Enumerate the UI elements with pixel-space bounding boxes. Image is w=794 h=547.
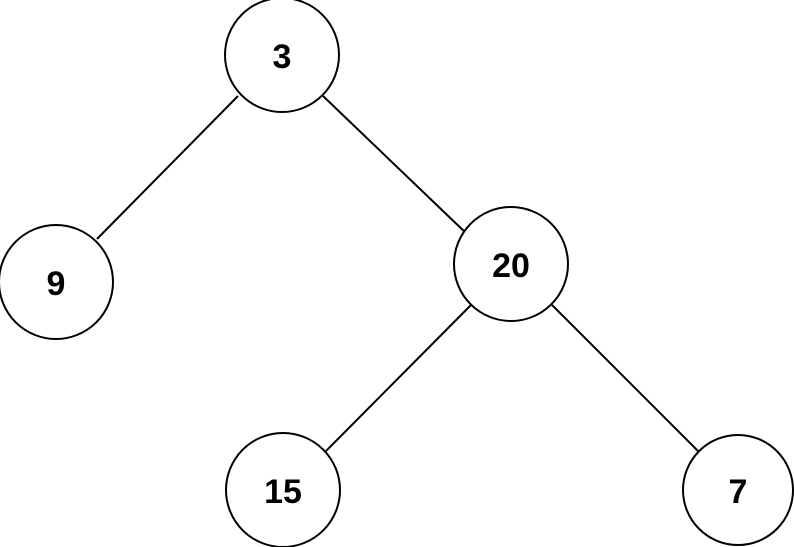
tree-node-right-right: 7 <box>682 434 794 546</box>
node-circle <box>453 206 569 322</box>
edge-root-to-right <box>322 95 468 235</box>
node-value-right: 20 <box>492 247 530 285</box>
node-value-right-left: 15 <box>264 473 302 511</box>
node-value-right-right: 7 <box>729 473 748 511</box>
node-value-root: 3 <box>273 38 292 76</box>
node-circle <box>682 434 794 546</box>
node-circle <box>225 432 341 547</box>
tree-node-right-left: 15 <box>225 432 341 547</box>
tree-node-right: 20 <box>453 206 569 322</box>
edge-root-to-left <box>96 95 239 240</box>
node-circle <box>224 0 340 113</box>
edge-right-to-right-left <box>325 304 472 452</box>
tree-node-left: 9 <box>0 224 114 340</box>
node-circle <box>0 224 114 340</box>
edge-right-to-right-right <box>551 304 699 452</box>
tree-node-root: 3 <box>224 0 340 113</box>
node-value-left: 9 <box>47 265 66 303</box>
